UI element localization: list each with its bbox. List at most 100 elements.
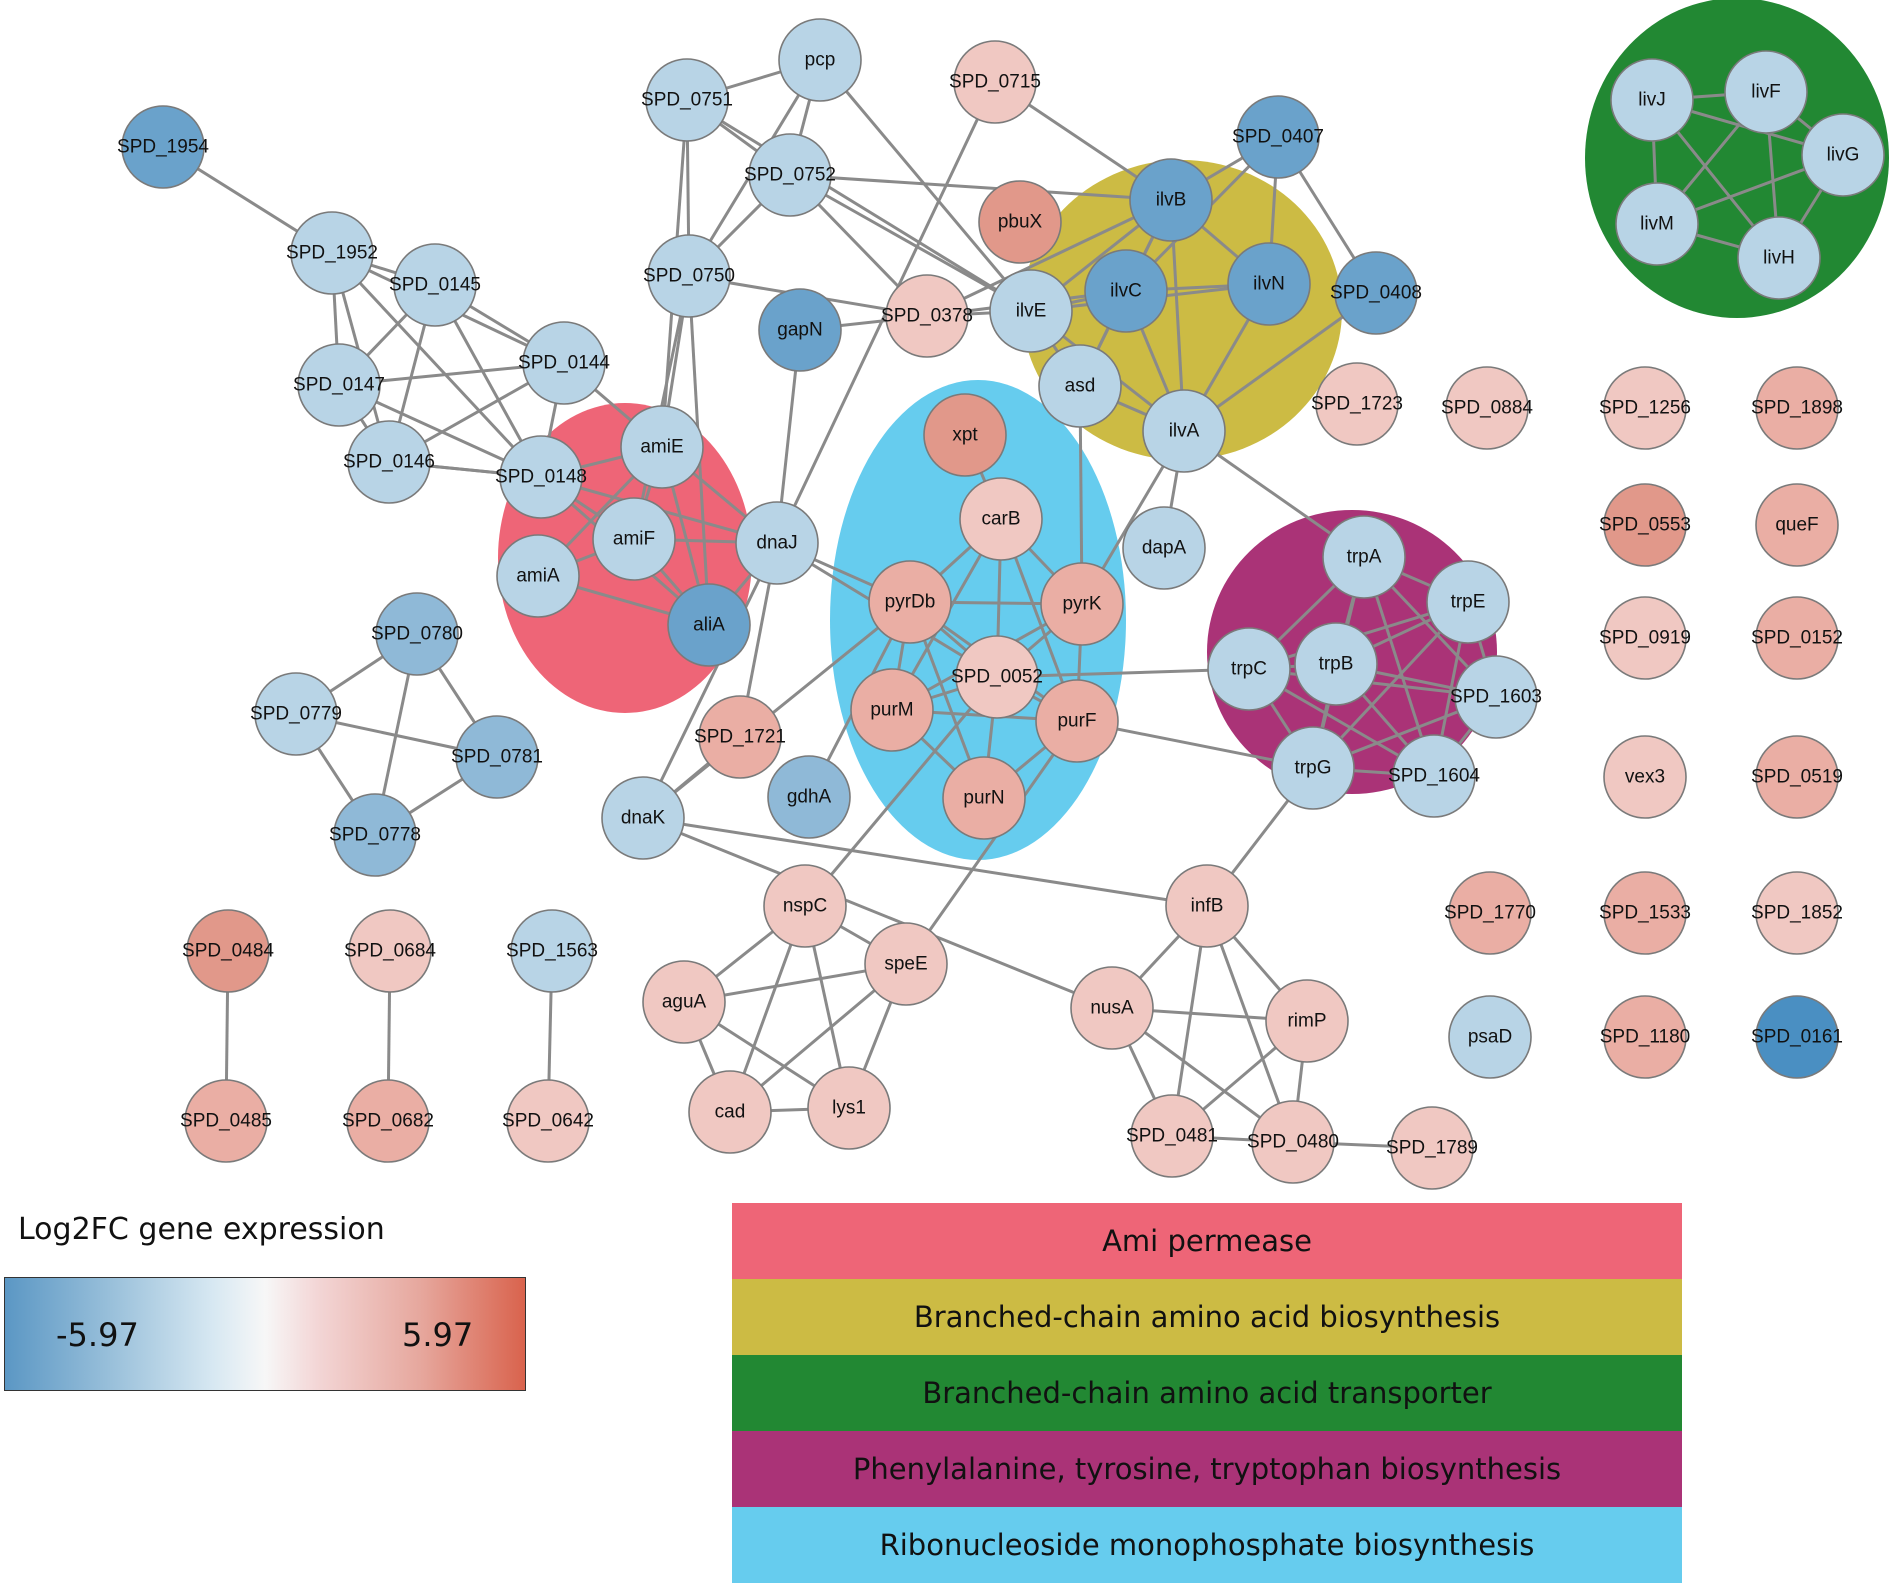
node-spd-0485[interactable]: SPD_0485 <box>180 1079 272 1163</box>
node-dnaj[interactable]: dnaJ <box>735 501 819 585</box>
node-spd-0519[interactable]: SPD_0519 <box>1751 735 1843 819</box>
node-spd-1954[interactable]: SPD_1954 <box>117 105 209 189</box>
node-circle <box>1334 251 1418 335</box>
node-spd-0553[interactable]: SPD_0553 <box>1599 483 1691 567</box>
node-ilvb[interactable]: ilvB <box>1129 158 1213 242</box>
node-pcp[interactable]: pcp <box>778 18 862 102</box>
node-gapn[interactable]: gapN <box>758 288 842 372</box>
node-label: SPD_0146 <box>343 452 435 473</box>
node-spd-1256[interactable]: SPD_1256 <box>1599 366 1691 450</box>
node-livf[interactable]: livF <box>1724 50 1808 134</box>
node-trpc[interactable]: trpC <box>1207 627 1291 711</box>
node-spd-1563[interactable]: SPD_1563 <box>506 909 598 993</box>
node-spd-0884[interactable]: SPD_0884 <box>1441 366 1533 450</box>
node-label: aguA <box>662 992 707 1013</box>
node-psad[interactable]: psaD <box>1448 995 1532 1079</box>
node-spd-0161[interactable]: SPD_0161 <box>1751 995 1843 1079</box>
node-circle <box>1755 483 1839 567</box>
node-spee[interactable]: speE <box>864 922 948 1006</box>
node-spd-0779[interactable]: SPD_0779 <box>250 672 342 756</box>
node-spd-1721[interactable]: SPD_1721 <box>694 695 786 779</box>
node-nspc[interactable]: nspC <box>763 864 847 948</box>
node-spd-1789[interactable]: SPD_1789 <box>1386 1106 1478 1190</box>
node-spd-0152[interactable]: SPD_0152 <box>1751 596 1843 680</box>
node-spd-1603[interactable]: SPD_1603 <box>1450 655 1542 739</box>
node-spd-0408[interactable]: SPD_0408 <box>1330 251 1422 335</box>
node-dapa[interactable]: dapA <box>1122 506 1206 590</box>
node-spd-0919[interactable]: SPD_0919 <box>1599 596 1691 680</box>
node-spd-0715[interactable]: SPD_0715 <box>949 40 1041 124</box>
node-cad[interactable]: cad <box>688 1070 772 1154</box>
node-spd-0144[interactable]: SPD_0144 <box>518 321 610 405</box>
node-spd-0642[interactable]: SPD_0642 <box>502 1079 594 1163</box>
node-spd-0752[interactable]: SPD_0752 <box>744 133 836 217</box>
node-spd-1952[interactable]: SPD_1952 <box>286 211 378 295</box>
node-spd-1852[interactable]: SPD_1852 <box>1751 871 1843 955</box>
node-purn[interactable]: purN <box>942 756 1026 840</box>
node-spd-1604[interactable]: SPD_1604 <box>1388 734 1480 818</box>
node-alia[interactable]: aliA <box>667 583 751 667</box>
node-spd-0781[interactable]: SPD_0781 <box>451 715 543 799</box>
node-spd-0052[interactable]: SPD_0052 <box>951 635 1043 719</box>
node-circle <box>1448 995 1532 1079</box>
node-ilve[interactable]: ilvE <box>989 269 1073 353</box>
node-purm[interactable]: purM <box>850 668 934 752</box>
node-spd-1770[interactable]: SPD_1770 <box>1444 871 1536 955</box>
node-spd-0751[interactable]: SPD_0751 <box>641 58 733 142</box>
node-livh[interactable]: livH <box>1737 216 1821 300</box>
node-vex3[interactable]: vex3 <box>1603 735 1687 819</box>
node-spd-0407[interactable]: SPD_0407 <box>1232 95 1324 179</box>
node-spd-0684[interactable]: SPD_0684 <box>344 909 436 993</box>
node-trpa[interactable]: trpA <box>1322 515 1406 599</box>
node-amif[interactable]: amiF <box>592 497 676 581</box>
node-gdha[interactable]: gdhA <box>767 755 851 839</box>
node-spd-0147[interactable]: SPD_0147 <box>293 343 385 427</box>
node-ilvn[interactable]: ilvN <box>1227 242 1311 326</box>
node-spd-1180[interactable]: SPD_1180 <box>1600 995 1691 1079</box>
node-quef[interactable]: queF <box>1755 483 1839 567</box>
node-spd-0378[interactable]: SPD_0378 <box>881 274 973 358</box>
node-label: SPD_0161 <box>1751 1027 1843 1048</box>
node-spd-1898[interactable]: SPD_1898 <box>1751 366 1843 450</box>
node-infb[interactable]: infB <box>1165 864 1249 948</box>
node-pyrdb[interactable]: pyrDb <box>868 560 952 644</box>
node-xpt[interactable]: xpt <box>923 393 1007 477</box>
node-spd-0484[interactable]: SPD_0484 <box>182 909 274 993</box>
node-spd-0778[interactable]: SPD_0778 <box>329 793 421 877</box>
node-asd[interactable]: asd <box>1038 344 1122 428</box>
node-dnak[interactable]: dnaK <box>601 776 685 860</box>
node-ilvc[interactable]: ilvC <box>1084 249 1168 333</box>
node-spd-0750[interactable]: SPD_0750 <box>643 234 735 318</box>
node-rimp[interactable]: rimP <box>1265 979 1349 1063</box>
node-spd-0480[interactable]: SPD_0480 <box>1247 1100 1339 1184</box>
node-spd-0145[interactable]: SPD_0145 <box>389 243 481 327</box>
node-nusa[interactable]: nusA <box>1070 966 1154 1050</box>
node-livj[interactable]: livJ <box>1610 58 1694 142</box>
node-circle <box>1801 113 1885 197</box>
node-spd-1723[interactable]: SPD_1723 <box>1311 362 1403 446</box>
node-amie[interactable]: amiE <box>620 405 704 489</box>
node-trpb[interactable]: trpB <box>1294 622 1378 706</box>
node-spd-0682[interactable]: SPD_0682 <box>342 1079 434 1163</box>
node-trpg[interactable]: trpG <box>1271 726 1355 810</box>
node-purf[interactable]: purF <box>1035 679 1119 763</box>
node-livg[interactable]: livG <box>1801 113 1885 197</box>
node-spd-0146[interactable]: SPD_0146 <box>343 420 435 504</box>
node-carb[interactable]: carB <box>959 477 1043 561</box>
node-ilva[interactable]: ilvA <box>1142 389 1226 473</box>
node-spd-0780[interactable]: SPD_0780 <box>371 592 463 676</box>
node-amia[interactable]: amiA <box>496 534 580 618</box>
node-pyrk[interactable]: pyrK <box>1040 562 1124 646</box>
node-label: SPD_0752 <box>744 165 836 186</box>
node-spd-1533[interactable]: SPD_1533 <box>1599 871 1691 955</box>
node-label: speE <box>884 954 927 975</box>
node-livm[interactable]: livM <box>1615 182 1699 266</box>
node-trpe[interactable]: trpE <box>1426 560 1510 644</box>
node-lys1[interactable]: lys1 <box>807 1066 891 1150</box>
node-pbux[interactable]: pbuX <box>978 180 1062 264</box>
node-circle <box>1724 50 1808 134</box>
node-spd-0481[interactable]: SPD_0481 <box>1126 1094 1218 1178</box>
node-agua[interactable]: aguA <box>642 960 726 1044</box>
node-label: livJ <box>1638 90 1665 111</box>
node-spd-0148[interactable]: SPD_0148 <box>495 435 587 519</box>
